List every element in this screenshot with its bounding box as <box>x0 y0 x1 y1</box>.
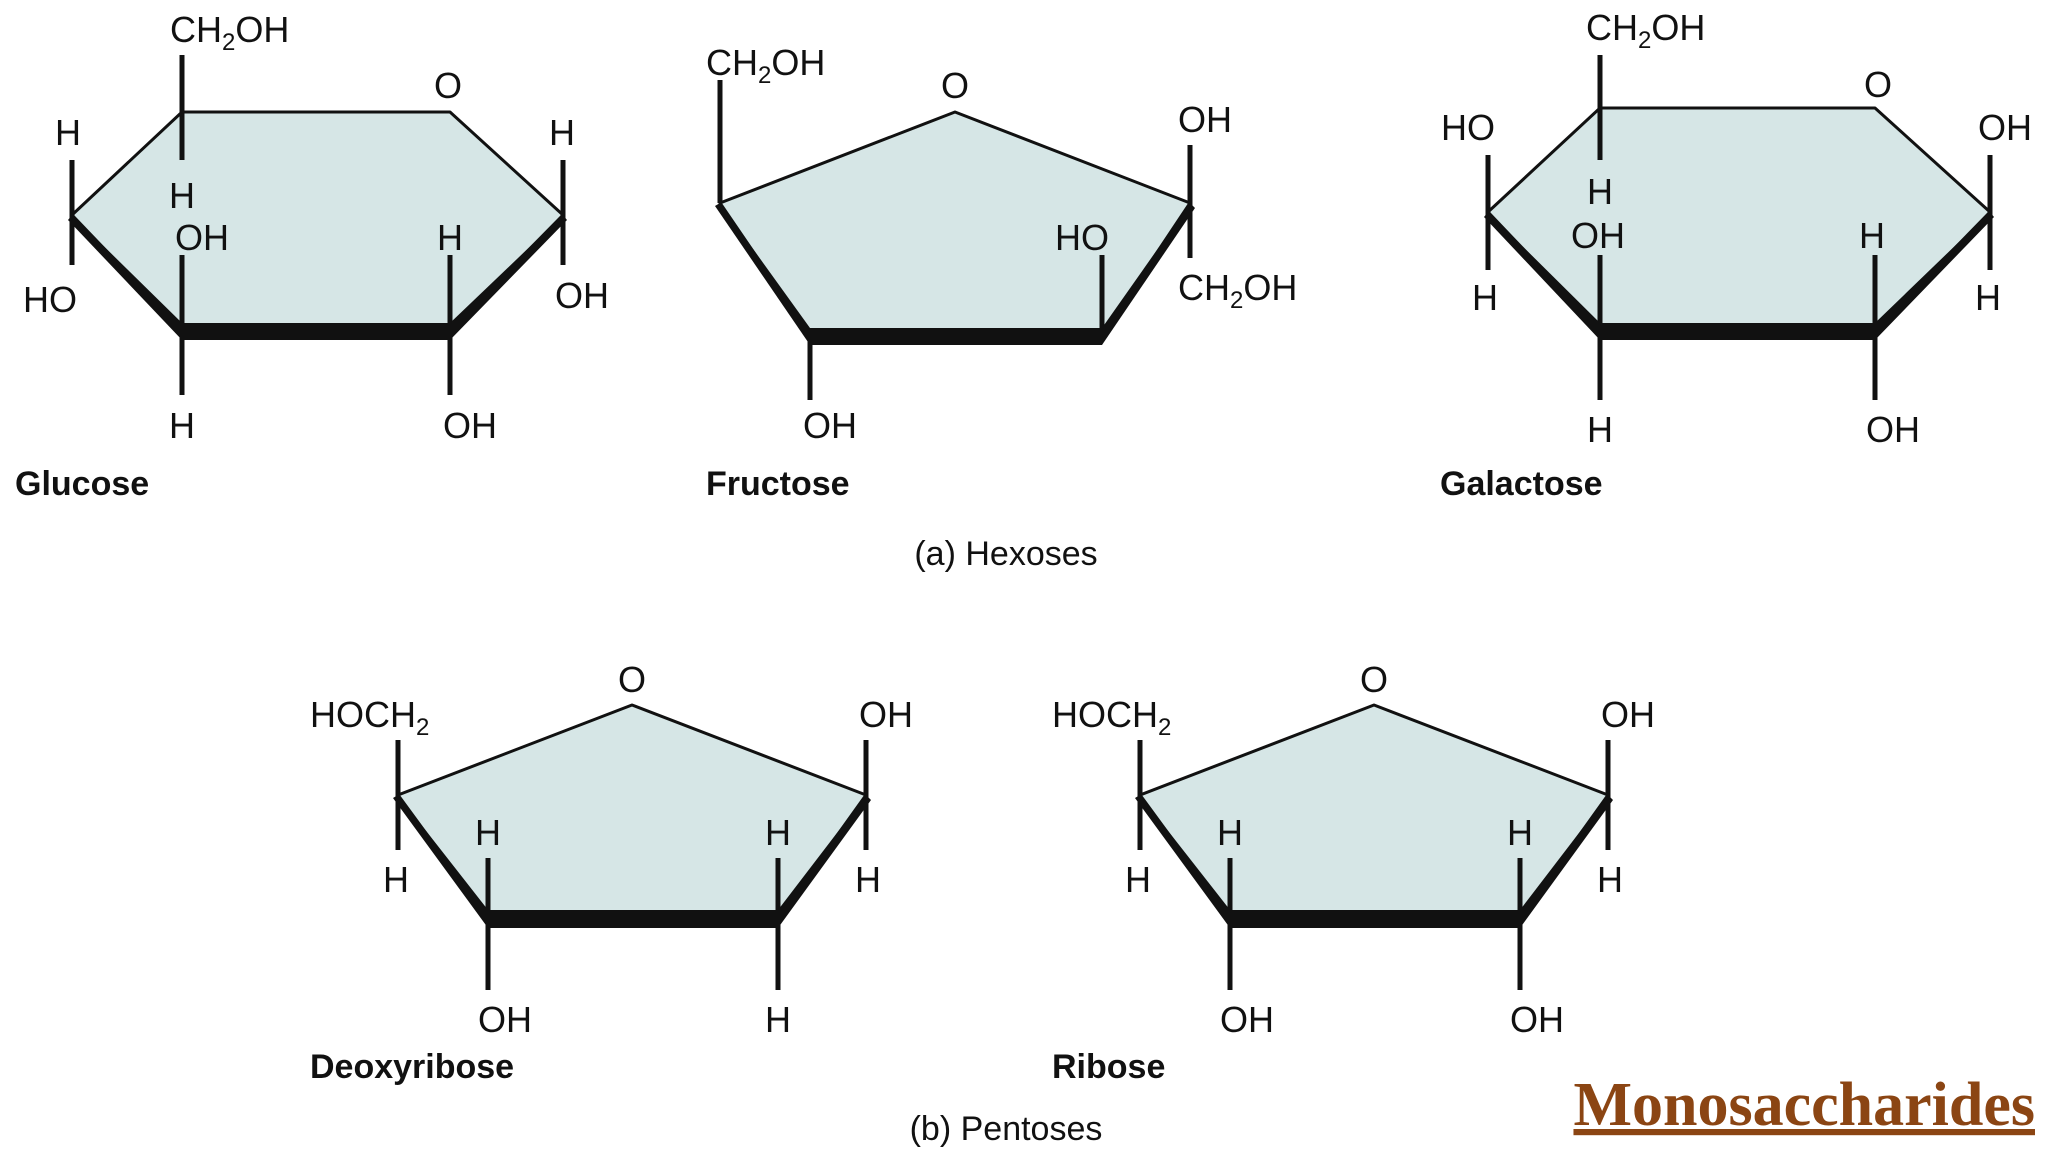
glucose-c1-oh: OH <box>555 275 609 316</box>
ribose-c3-h-up: H <box>1217 812 1243 853</box>
galactose-c5-h: H <box>1587 171 1613 212</box>
ribose-c3-oh: OH <box>1220 999 1274 1040</box>
galactose-c2-h: H <box>1859 215 1885 256</box>
ribose-name: Ribose <box>1052 1048 1165 1086</box>
glucose-wedge-bottom <box>182 323 450 340</box>
galactose-wedge-right <box>1875 212 1994 340</box>
deoxyribose-wedge-left <box>393 795 488 928</box>
galactose-structure: CH2OH O HO H H OH H OH H H OH Galactose <box>1440 7 2032 503</box>
ribose-wedge-right <box>1520 795 1613 928</box>
pentoses-caption: (b) Pentoses <box>910 1110 1103 1148</box>
galactose-wedge-bottom <box>1600 323 1875 340</box>
fructose-ring-o: O <box>941 65 969 106</box>
ribose-wedge-bottom <box>1230 910 1520 928</box>
hexoses-caption: (a) Hexoses <box>914 535 1097 573</box>
glucose-name: Glucose <box>15 465 149 503</box>
glucose-c5-h-inner: H <box>169 175 195 216</box>
ribose-structure: HOCH2 O OH H H H H OH OH Ribose <box>1052 659 1655 1086</box>
ribose-c2-oh: OH <box>1510 999 1564 1040</box>
galactose-c3-oh: OH <box>1571 215 1625 256</box>
galactose-c1-h: H <box>1975 277 2001 318</box>
galactose-name: Galactose <box>1440 465 1603 503</box>
deoxyribose-c5-label: HOCH2 <box>310 694 429 741</box>
deoxyribose-ring-o: O <box>618 659 646 700</box>
fructose-structure: CH2OH O OH CH2OH HO OH Fructose <box>706 42 1297 503</box>
glucose-wedge-left <box>68 215 182 340</box>
galactose-wedge-left <box>1484 212 1600 340</box>
glucose-c5-h: H <box>55 112 81 153</box>
glucose-c3-oh: OH <box>175 217 229 258</box>
galactose-c6-label: CH2OH <box>1586 7 1705 54</box>
fructose-c4-oh: OH <box>803 405 857 446</box>
ribose-c1-h: H <box>1597 859 1623 900</box>
glucose-structure: CH2OH O H H H OH HO OH H H OH Glucose <box>15 9 609 503</box>
glucose-wedge-right <box>450 215 567 340</box>
glucose-c2-oh: OH <box>443 405 497 446</box>
glucose-ring-o: O <box>434 65 462 106</box>
glucose-c3-h: H <box>169 405 195 446</box>
galactose-ring-o: O <box>1864 64 1892 105</box>
deoxyribose-structure: HOCH2 O OH H H H H OH H Deoxyribose <box>310 659 913 1086</box>
galactose-c4-h: H <box>1472 277 1498 318</box>
deoxyribose-c3-h-up: H <box>475 812 501 853</box>
glucose-c2-h: H <box>437 217 463 258</box>
glucose-c4-ho: HO <box>23 279 77 320</box>
fructose-wedge-bottom <box>810 328 1102 345</box>
glucose-c6-label: CH2OH <box>170 9 289 56</box>
ribose-wedge-left <box>1135 795 1230 928</box>
fructose-c3-ho: HO <box>1055 217 1109 258</box>
deoxyribose-c4-h: H <box>383 859 409 900</box>
galactose-c4-ho: HO <box>1441 107 1495 148</box>
fructose-wedge-right <box>1102 203 1195 345</box>
ribose-ring-o: O <box>1360 659 1388 700</box>
ribose-c5-label: HOCH2 <box>1052 694 1171 741</box>
deoxyribose-c3-oh: OH <box>478 999 532 1040</box>
ribose-c2-h-up: H <box>1507 812 1533 853</box>
fructose-c2-oh: OH <box>1178 99 1232 140</box>
galactose-c3-h: H <box>1587 409 1613 450</box>
ribose-c4-h: H <box>1125 859 1151 900</box>
fructose-c6-label: CH2OH <box>706 42 825 89</box>
deoxyribose-c1-h: H <box>855 859 881 900</box>
deoxyribose-name: Deoxyribose <box>310 1048 514 1086</box>
deoxyribose-wedge-right <box>778 795 871 928</box>
fructose-name: Fructose <box>706 465 850 503</box>
ribose-c1-oh: OH <box>1601 694 1655 735</box>
fructose-c2-ch2oh: CH2OH <box>1178 267 1297 314</box>
fructose-wedge-left <box>715 203 810 345</box>
deoxyribose-wedge-bottom <box>488 910 778 928</box>
deoxyribose-c2-h-up: H <box>765 812 791 853</box>
deoxyribose-c2-h-down: H <box>765 999 791 1040</box>
galactose-c2-oh: OH <box>1866 409 1920 450</box>
galactose-c1-oh: OH <box>1978 107 2032 148</box>
deoxyribose-c1-oh: OH <box>859 694 913 735</box>
glucose-c1-h: H <box>549 112 575 153</box>
page-title: Monosaccharides <box>1573 1071 2035 1139</box>
